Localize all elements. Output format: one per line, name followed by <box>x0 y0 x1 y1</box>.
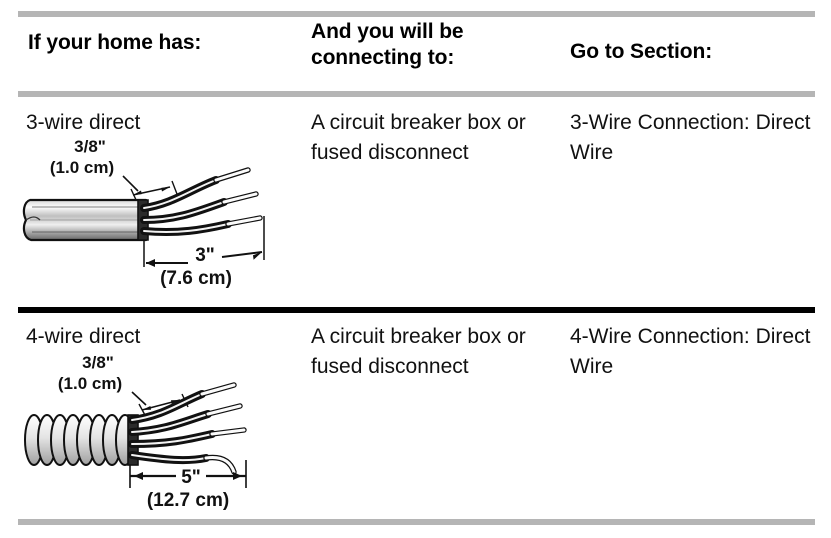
callout-strip-metric: (1.0 cm) <box>50 158 114 177</box>
row-1-go-to-section: 3-Wire Connection: Direct Wire <box>570 111 811 164</box>
column-header-home-has: If your home has: <box>28 31 202 54</box>
row-2-home-has: 4-wire direct <box>26 325 141 348</box>
callout-strip-imperial: 3/8" <box>82 353 114 372</box>
column-header-go-to-section: Go to Section: <box>570 40 713 63</box>
spiral-armor-sleeve <box>24 414 135 466</box>
row-divider-rule <box>18 307 815 313</box>
row-2-go-to-section: 4-Wire Connection: Direct Wire <box>570 325 811 378</box>
callout-strip-metric: (1.0 cm) <box>58 374 122 393</box>
table-top-rule <box>18 11 815 17</box>
row-1-home-has: 3-wire direct <box>26 111 141 134</box>
row-1-connecting-to: A circuit breaker box or fused disconnec… <box>311 111 526 164</box>
four-wire-direct-cable-diagram: 3/8" (1.0 cm) <box>20 348 310 513</box>
header-divider-rule <box>18 91 815 97</box>
callout-strip-imperial: 3/8" <box>74 137 106 156</box>
row-2-connecting-to: A circuit breaker box or fused disconnec… <box>311 325 526 378</box>
callout-length-imperial: 5" <box>181 467 201 488</box>
callout-length-imperial: 3" <box>195 245 215 266</box>
column-header-connecting-to: And you will be connecting to: <box>311 20 464 69</box>
callout-length-metric: (7.6 cm) <box>160 268 232 289</box>
callout-length-metric: (12.7 cm) <box>147 490 229 511</box>
table-bottom-rule <box>18 519 815 525</box>
three-wire-direct-cable-diagram: 3/8" (1.0 cm) <box>20 132 310 302</box>
